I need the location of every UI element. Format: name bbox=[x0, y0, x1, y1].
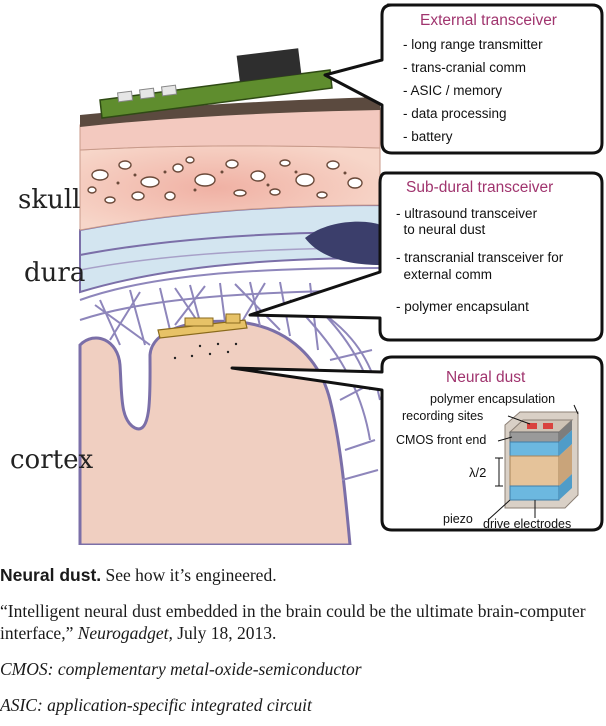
external-item: - long range transmitter bbox=[403, 37, 543, 52]
subdural-item: - polymer encapsulant bbox=[396, 299, 529, 314]
subdural-item: to neural dust bbox=[396, 222, 486, 237]
citation-date: July 18, 2013. bbox=[173, 623, 277, 643]
label-piezo: piezo bbox=[443, 512, 473, 526]
label-cmos-front-end: CMOS front end bbox=[396, 433, 486, 447]
subdural-item: - transcranial transceiver for bbox=[396, 250, 564, 265]
external-item: - trans-cranial comm bbox=[403, 60, 526, 75]
external-item: - data processing bbox=[403, 106, 507, 121]
label-lambda: λ/2 bbox=[469, 465, 486, 480]
definition-asic: ASIC: application-specific integrated ci… bbox=[0, 695, 312, 716]
label-recording-sites: recording sites bbox=[402, 409, 483, 423]
neural-dust-title: Neural dust bbox=[446, 369, 526, 386]
subdural-title: Sub-dural transceiver bbox=[406, 179, 553, 196]
neural-dust-mote bbox=[505, 412, 578, 508]
citation-source: Neurogadget, bbox=[78, 623, 173, 643]
external-item: - battery bbox=[403, 129, 453, 144]
external-title: External transceiver bbox=[420, 12, 557, 29]
label-skull: skull bbox=[18, 185, 80, 215]
caption-subtitle: See how it’s engineered. bbox=[101, 565, 276, 585]
neural-dust-diagram: skull dura cortex External transceiver -… bbox=[0, 0, 606, 545]
label-cortex: cortex bbox=[10, 445, 93, 475]
subdural-item: - ultrasound transceiver bbox=[396, 206, 538, 221]
subdural-item: external comm bbox=[396, 267, 492, 282]
caption-citation: “Intelligent neural dust embedded in the… bbox=[0, 600, 600, 644]
label-drive-electrodes: drive electrodes bbox=[483, 517, 571, 531]
label-polymer-encapsulation: polymer encapsulation bbox=[430, 392, 555, 406]
caption-title: Neural dust. bbox=[0, 565, 101, 585]
cortex-tissue bbox=[80, 321, 350, 545]
external-item: - ASIC / memory bbox=[403, 83, 502, 98]
caption-title-line: Neural dust. See how it’s engineered. bbox=[0, 565, 277, 586]
label-dura: dura bbox=[24, 258, 85, 288]
definition-cmos: CMOS: complementary metal-oxide-semicond… bbox=[0, 659, 362, 680]
